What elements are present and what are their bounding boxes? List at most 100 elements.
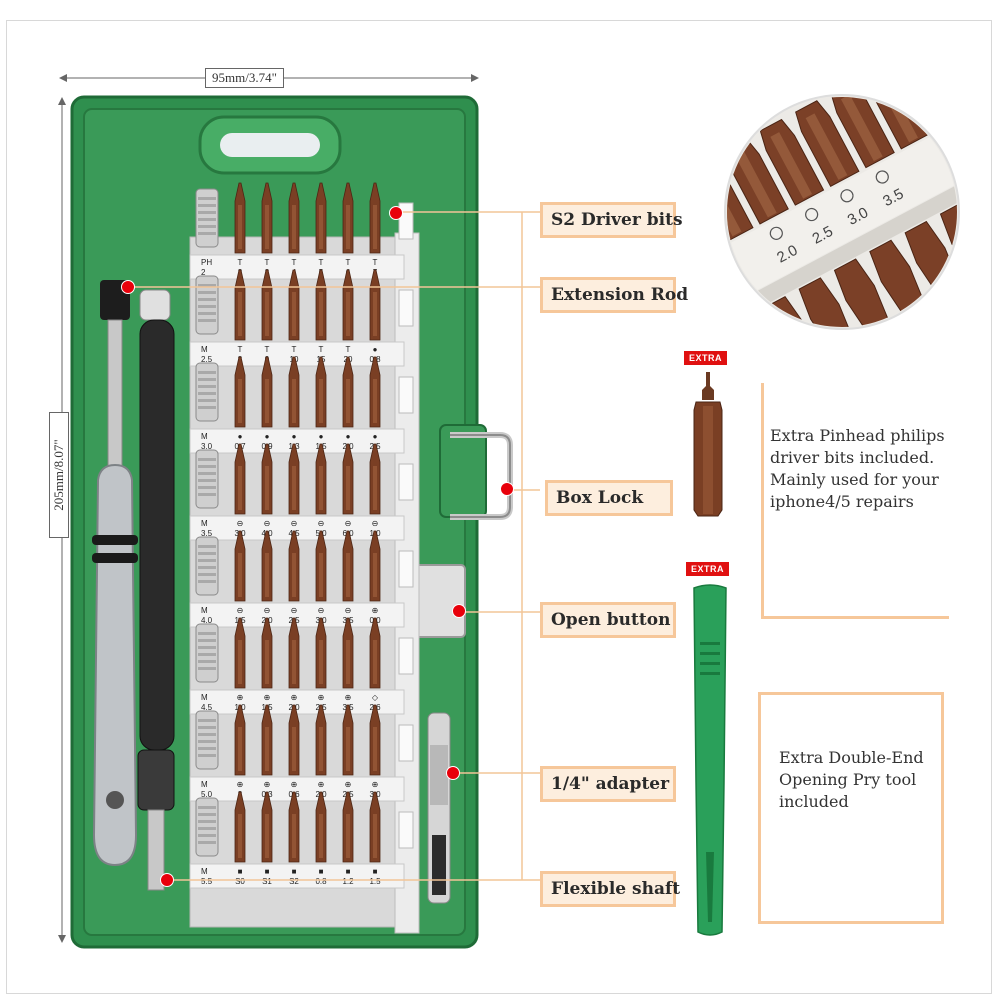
note-pinhead-line-1: Extra Pinhead philips [770,426,945,445]
note-pinhead-line-4: iphone4/5 repairs [770,492,914,511]
driver-bit [261,617,273,689]
bit-size-symbol: ⊕ [372,606,379,615]
driver-bit [315,704,327,776]
driver-bit [315,356,327,428]
driver-bit [369,530,381,602]
bit-size-symbol: ■ [373,867,378,876]
socket-bit [195,188,219,248]
socket-bit [195,710,219,770]
callout-extension-rod: Extension Rod [540,277,688,313]
driver-bit [342,182,354,254]
bit-size-symbol: ⊕ [264,693,271,702]
row-prefix: M [201,345,208,354]
bit-size-value: 1.5 [369,877,381,886]
socket-bit [195,362,219,422]
bit-size-symbol: T [292,258,297,267]
driver-bit [234,443,246,515]
zoom-bit [759,118,825,206]
bit-size-symbol: ⊕ [237,693,244,702]
row-prefix: PH [201,258,212,267]
row-prefix: M [201,693,208,702]
driver-bit [369,356,381,428]
row-prefix-size: 3.5 [201,529,213,538]
row-prefix-size: 2.5 [201,355,213,364]
row-prefix-size: 5.5 [201,877,213,886]
pointer-dot-adapter [446,766,460,780]
note-pinhead-bits: Extra Pinhead philips driver bits includ… [761,383,949,619]
bit-size-symbol: ● [238,432,243,441]
socket-bit [195,449,219,509]
bit-size-value: 0.8 [315,877,327,886]
bit-size-symbol: ⊖ [237,606,244,615]
note-pry-tool: Extra Double-End Opening Pry tool includ… [758,692,944,924]
bit-size-symbol: T [238,258,243,267]
driver-bit [234,704,246,776]
driver-bit [369,617,381,689]
row-prefix: M [201,606,208,615]
driver-bit [261,443,273,515]
note-pry-line-3: included [779,792,849,811]
bit-size-symbol: T [346,258,351,267]
image-frame [6,20,992,994]
callout-open-button: Open button [540,602,676,638]
bit-size-symbol: ◇ [372,693,379,702]
bit-size-symbol: ⊖ [318,519,325,528]
row-prefix-size: 2 [201,268,206,277]
bit-size-symbol: ⊖ [372,519,379,528]
screwdriver-case: T2T3T4T5T6T7T8T9T10T15T20●0.8●0.7●0.9●1.… [70,95,513,949]
row-prefix-size: 5.0 [201,790,213,799]
driver-bit [369,182,381,254]
bit-size-symbol: ⊖ [345,519,352,528]
zoom-bit-lower [798,277,855,332]
driver-bit [342,356,354,428]
bit-size-symbol: ⊕ [318,693,325,702]
note-pry-line-1: Extra Double-End [779,748,924,767]
driver-bit [315,443,327,515]
bit-size-symbol: ● [373,432,378,441]
bit-size-symbol: ⊕ [264,780,271,789]
row-prefix-size: 4.5 [201,703,213,712]
driver-bit [234,182,246,254]
bit-size-value: S0 [235,877,245,886]
bit-size-symbol: ⊖ [345,606,352,615]
driver-bit [288,356,300,428]
bit-size-symbol: ⊕ [291,693,298,702]
bit-closeup-zoom: 2.02.53.03.5 [722,92,962,332]
bit-size-symbol: T [292,345,297,354]
bit-size-symbol: ● [319,432,324,441]
bit-size-symbol: ⊕ [345,780,352,789]
zoom-bit [722,156,754,244]
bit-size-symbol: ● [373,345,378,354]
bit-size-symbol: T [319,345,324,354]
driver-bit [261,356,273,428]
socket-bit [195,797,219,857]
driver-bit [261,530,273,602]
driver-bit [369,791,381,863]
bit-size-symbol: ● [292,432,297,441]
driver-bit [261,791,273,863]
driver-bit [342,617,354,689]
pointer-dot-flexible-shaft [160,873,174,887]
driver-bit [315,182,327,254]
bit-size-symbol: ⊖ [291,606,298,615]
bit-size-symbol: ⊕ [372,780,379,789]
extra-tag-pinhead: EXTRA [684,351,728,365]
driver-bit [261,704,273,776]
row-prefix-size: 4.0 [201,616,213,625]
row-prefix: M [201,519,208,528]
bit-size-symbol: ■ [265,867,270,876]
driver-bit [315,617,327,689]
bit-size-symbol: ⊖ [264,606,271,615]
driver-bit [288,443,300,515]
pinhead-bit-image [693,372,723,517]
driver-bit [288,704,300,776]
driver-bit [342,443,354,515]
pointer-dot-open-button [452,604,466,618]
callout-s2-driver-bits: S2 Driver bits [540,202,683,238]
bit-size-symbol: T [238,345,243,354]
bit-size-symbol: ⊖ [264,519,271,528]
row-prefix: M [201,780,208,789]
socket-bit [195,623,219,683]
note-pinhead-line-3: Mainly used for your [770,470,939,489]
